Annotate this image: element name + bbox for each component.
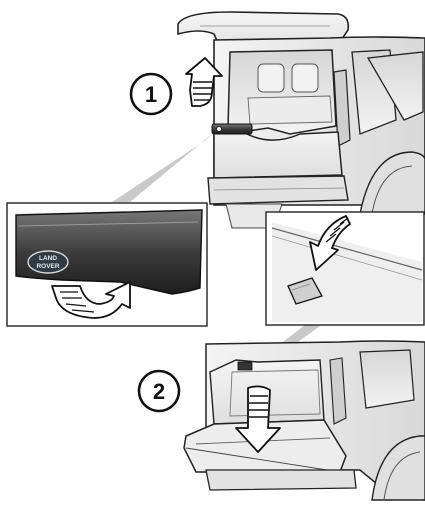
step-1-number: 1 [145,82,157,107]
lower-wheel-arch [371,435,425,501]
leader-to-handle-inset [112,134,212,202]
step-2-indicator: 2 [137,369,281,453]
badge-line-1: LAND [39,255,57,262]
down-arrow-icon [235,385,281,453]
lower-tail-light [329,357,347,425]
step-1-circle [129,72,173,116]
tailgate-handle [211,123,253,135]
upper-vehicle [177,11,425,229]
tail-light [333,69,351,147]
handle-trim-strip [15,209,203,295]
land-rover-badge-icon [27,250,69,274]
lower-side-window [359,349,415,409]
step-2-number: 2 [153,379,165,404]
lower-latch [237,361,253,371]
release-button [287,277,323,305]
rear-seat-left [257,63,285,93]
upper-handle-closeup: LAND ROVER [6,202,208,327]
rear-bumper [207,175,349,205]
lower-vehicle [183,340,425,501]
rear-seat-right [291,63,319,93]
step-1-indicator: 1 [129,57,223,116]
curved-up-arrow-icon [51,281,131,319]
lowered-tailgate [183,419,347,473]
curved-down-arrow-icon [309,215,351,271]
lower-release-closeup [265,211,425,326]
badge-line-2: ROVER [36,263,59,270]
front-side-window [366,51,424,121]
step-2-circle [137,369,181,413]
